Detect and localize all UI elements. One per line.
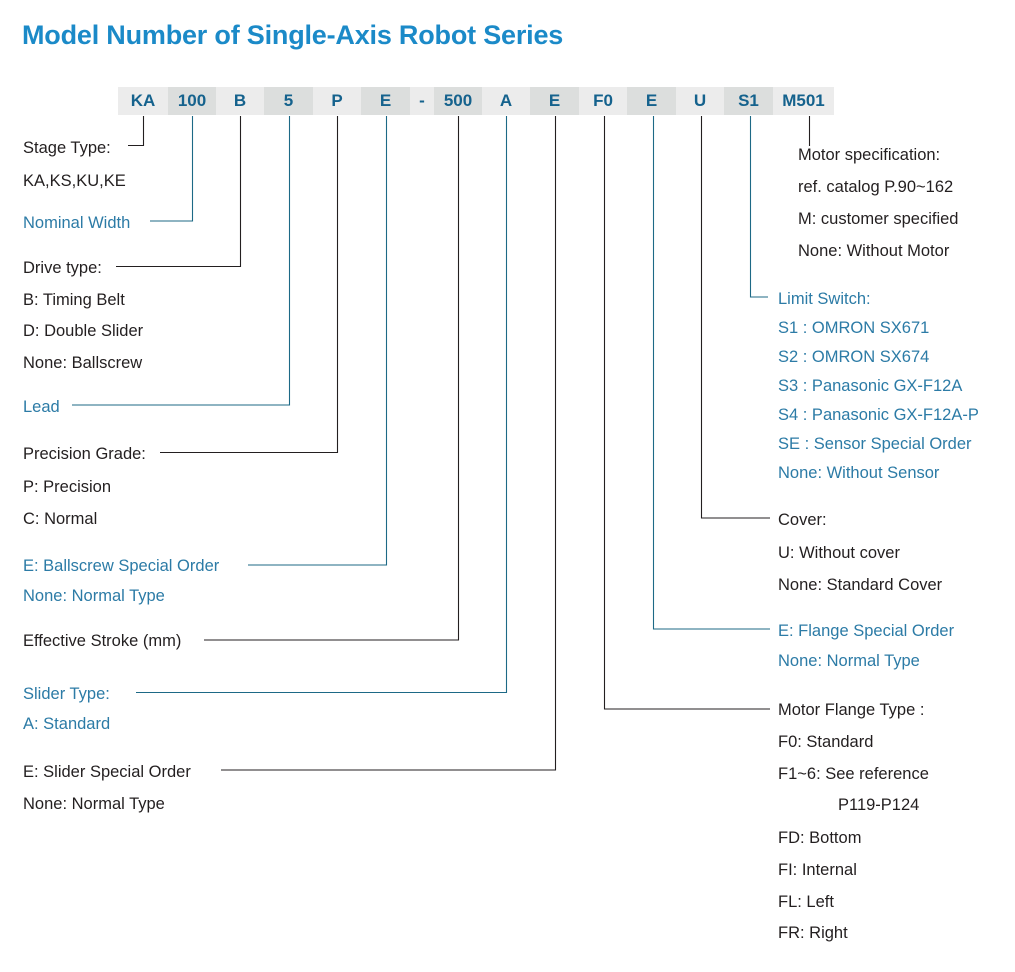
- leader-flange-special: [652, 116, 770, 630]
- label-drive-type-line-2: None: Ballscrew: [23, 354, 143, 372]
- label-ballscrew-special-heading: E: Ballscrew Special Order: [23, 557, 220, 575]
- label-cover-line-0: U: Without cover: [778, 544, 900, 562]
- code-box-2[interactable]: B: [216, 87, 264, 115]
- code-box-text: 100: [177, 91, 207, 110]
- label-ballscrew-special-line-0: None: Normal Type: [23, 587, 165, 605]
- label-motor-flange-type-line-4: FI: Internal: [778, 861, 857, 879]
- label-slider-type-line-0: A: Standard: [23, 715, 111, 733]
- code-box-8[interactable]: A: [482, 87, 530, 115]
- code-box-4[interactable]: P: [313, 87, 361, 115]
- leader-drive-type: [116, 116, 242, 268]
- label-drive-type-line-1: D: Double Slider: [23, 322, 144, 340]
- code-box-10[interactable]: F0: [579, 87, 627, 115]
- label-precision-grade-line-1: C: Normal: [23, 510, 98, 528]
- code-box-text: 500: [443, 91, 473, 110]
- label-effective-stroke-heading: Effective Stroke (mm): [23, 632, 182, 650]
- leader-slider-special: [221, 116, 557, 771]
- label-motor-spec-heading: Motor specification:: [798, 146, 941, 164]
- code-box-text: F0: [593, 91, 613, 110]
- code-box-3[interactable]: 5: [264, 87, 313, 115]
- code-box-text: P: [331, 91, 343, 110]
- code-box-6[interactable]: -: [410, 87, 434, 115]
- label-precision-grade-heading: Precision Grade:: [23, 445, 146, 463]
- label-slider-special-heading: E: Slider Special Order: [23, 763, 191, 781]
- leader-effective-stroke: [204, 116, 460, 641]
- code-box-text: -: [419, 91, 425, 110]
- label-limit-switch-heading: Limit Switch:: [778, 290, 871, 308]
- code-box-text: KA: [130, 91, 156, 110]
- label-nominal-width-heading: Nominal Width: [23, 214, 131, 232]
- code-box-text: U: [693, 91, 707, 110]
- code-box-11[interactable]: E: [627, 87, 676, 115]
- label-cover-line-1: None: Standard Cover: [778, 576, 943, 594]
- leader-precision-grade: [160, 116, 339, 454]
- label-motor-flange-type-line-1: F1~6: See reference: [778, 765, 929, 783]
- label-flange-special-heading: E: Flange Special Order: [778, 622, 955, 640]
- label-drive-type-heading: Drive type:: [23, 259, 102, 277]
- code-box-text: S1: [738, 91, 759, 110]
- code-box-text: E: [645, 91, 658, 110]
- label-limit-switch-line-0: S1 : OMRON SX671: [778, 319, 930, 337]
- code-box-14[interactable]: M501: [773, 87, 834, 115]
- code-box-text: E: [379, 91, 392, 110]
- label-slider-special-line-0: None: Normal Type: [23, 795, 165, 813]
- label-limit-switch-line-1: S2 : OMRON SX674: [778, 348, 930, 366]
- label-cover-heading: Cover:: [778, 511, 827, 529]
- code-box-12[interactable]: U: [676, 87, 724, 115]
- leader-slider-type: [136, 116, 508, 694]
- label-precision-grade-line-0: P: Precision: [23, 478, 112, 496]
- leader-limit-switch: [749, 116, 768, 298]
- code-box-text: A: [499, 91, 513, 110]
- label-motor-spec-line-0: ref. catalog P.90~162: [798, 178, 954, 196]
- label-motor-flange-type-line-3: FD: Bottom: [778, 829, 862, 847]
- code-box-13[interactable]: S1: [724, 87, 773, 115]
- label-stage-type-line-0: KA,KS,KU,KE: [23, 172, 126, 190]
- page-title: Model Number of Single-Axis Robot Series: [22, 20, 564, 50]
- code-box-9[interactable]: E: [530, 87, 579, 115]
- label-motor-spec-line-1: M: customer specified: [798, 210, 959, 228]
- code-box-text: B: [233, 91, 247, 110]
- code-box-7[interactable]: 500: [434, 87, 482, 115]
- label-motor-flange-type-line-5: FL: Left: [778, 893, 834, 911]
- label-drive-type-line-0: B: Timing Belt: [23, 291, 125, 309]
- label-lead-heading: Lead: [23, 398, 60, 416]
- label-motor-flange-type-line-2: P119-P124: [838, 796, 920, 814]
- leader-nominal-width: [150, 116, 194, 222]
- leader-cover: [700, 116, 770, 519]
- label-limit-switch-line-3: S4 : Panasonic GX-F12A-P: [778, 406, 979, 424]
- code-box-1[interactable]: 100: [168, 87, 216, 115]
- label-motor-flange-type-line-6: FR: Right: [778, 924, 848, 942]
- label-motor-flange-type-line-0: F0: Standard: [778, 733, 874, 751]
- leader-motor-flange-type: [603, 116, 770, 710]
- label-limit-switch-line-4: SE : Sensor Special Order: [778, 435, 972, 453]
- label-slider-type-heading: Slider Type:: [23, 685, 110, 703]
- label-limit-switch-line-5: None: Without Sensor: [778, 464, 940, 482]
- label-motor-flange-type-heading: Motor Flange Type :: [778, 701, 925, 719]
- model-number-code-row: KA 100 B 5 P E -500 A E F0 E U S1 M501: [118, 87, 834, 115]
- leader-stage-type: [128, 116, 145, 147]
- code-box-0[interactable]: KA: [118, 87, 168, 115]
- label-flange-special-line-0: None: Normal Type: [778, 652, 920, 670]
- code-box-5[interactable]: E: [361, 87, 410, 115]
- code-box-text: E: [548, 91, 561, 110]
- leader-ballscrew-special: [248, 116, 388, 566]
- code-box-text: M501: [782, 91, 825, 110]
- label-motor-spec-line-2: None: Without Motor: [798, 242, 950, 260]
- label-stage-type-heading: Stage Type:: [23, 139, 111, 157]
- label-limit-switch-line-2: S3 : Panasonic GX-F12A: [778, 377, 963, 395]
- code-box-text: 5: [283, 91, 294, 110]
